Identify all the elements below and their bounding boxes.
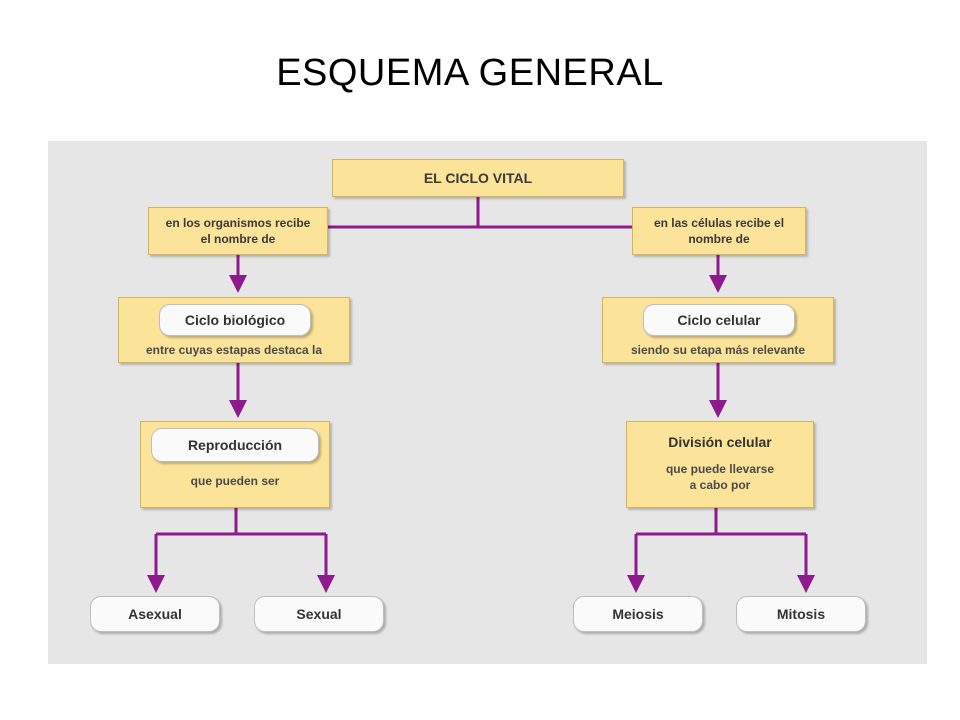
left-process-title: Reproducción bbox=[187, 437, 283, 453]
leaf-meiosis: Meiosis bbox=[573, 596, 703, 632]
right-concept-title: Ciclo celular bbox=[677, 312, 761, 328]
leaf-sexual: Sexual bbox=[254, 596, 384, 632]
right-link-box: en las células recibe el nombre de bbox=[632, 207, 806, 255]
leaf-mitosis-label: Mitosis bbox=[776, 606, 826, 622]
connector-lines bbox=[147, 197, 815, 593]
left-link-line2: el nombre de bbox=[200, 232, 276, 246]
right-concept-subtitle: siendo su etapa más relevante bbox=[630, 343, 806, 357]
right-link-line1: en las células recibe el bbox=[653, 216, 785, 230]
concept-map-panel: EL CICLO VITAL en los organismos recibe … bbox=[48, 141, 927, 664]
root-box: EL CICLO VITAL bbox=[332, 159, 624, 197]
left-process-subtitle: que pueden ser bbox=[190, 474, 280, 488]
left-process-pill: Reproducción bbox=[151, 428, 319, 462]
leaf-mitosis: Mitosis bbox=[736, 596, 866, 632]
root-label: EL CICLO VITAL bbox=[423, 170, 533, 186]
right-process-subtitle-line1: que puede llevarse bbox=[665, 462, 775, 476]
left-concept-title: Ciclo biológico bbox=[184, 312, 286, 328]
left-concept-pill: Ciclo biológico bbox=[159, 304, 311, 336]
right-concept-box: Ciclo celular siendo su etapa más releva… bbox=[602, 297, 834, 363]
right-process-title: División celular bbox=[668, 434, 772, 450]
right-process-box: División celular que puede llevarse a ca… bbox=[626, 421, 814, 508]
leaf-asexual-label: Asexual bbox=[128, 606, 182, 622]
leaf-asexual: Asexual bbox=[90, 596, 220, 632]
right-link-line2: nombre de bbox=[688, 232, 750, 246]
right-concept-pill: Ciclo celular bbox=[643, 304, 795, 336]
left-concept-subtitle: entre cuyas estapas destaca la bbox=[145, 343, 323, 357]
left-concept-box: Ciclo biológico entre cuyas estapas dest… bbox=[118, 297, 350, 363]
leaf-sexual-label: Sexual bbox=[296, 606, 342, 622]
left-link-box: en los organismos recibe el nombre de bbox=[148, 207, 328, 255]
left-process-box: Reproducción que pueden ser bbox=[140, 421, 330, 508]
slide-title: ESQUEMA GENERAL bbox=[276, 52, 664, 94]
left-link-line1: en los organismos recibe bbox=[165, 216, 311, 230]
right-process-subtitle-line2: a cabo por bbox=[689, 478, 751, 492]
leaf-meiosis-label: Meiosis bbox=[612, 606, 664, 622]
